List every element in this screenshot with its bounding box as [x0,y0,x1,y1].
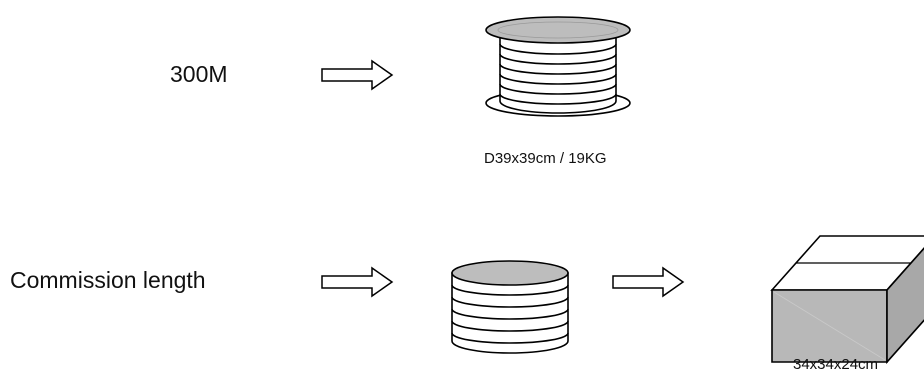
arrow-right-icon [321,59,394,91]
cable-spool-icon [485,16,631,117]
shipping-box-icon [770,235,924,365]
arrow-right-icon [321,266,394,298]
coil-stack-icon [451,260,569,354]
arrow-right-icon [612,266,685,298]
row-label-300m: 300M [170,61,228,87]
row-label-commission-length: Commission length [10,267,206,293]
spool-dimensions-caption: D39x39cm / 19KG [484,150,607,167]
box-dimensions-caption: 34x34x24cm [793,356,879,373]
